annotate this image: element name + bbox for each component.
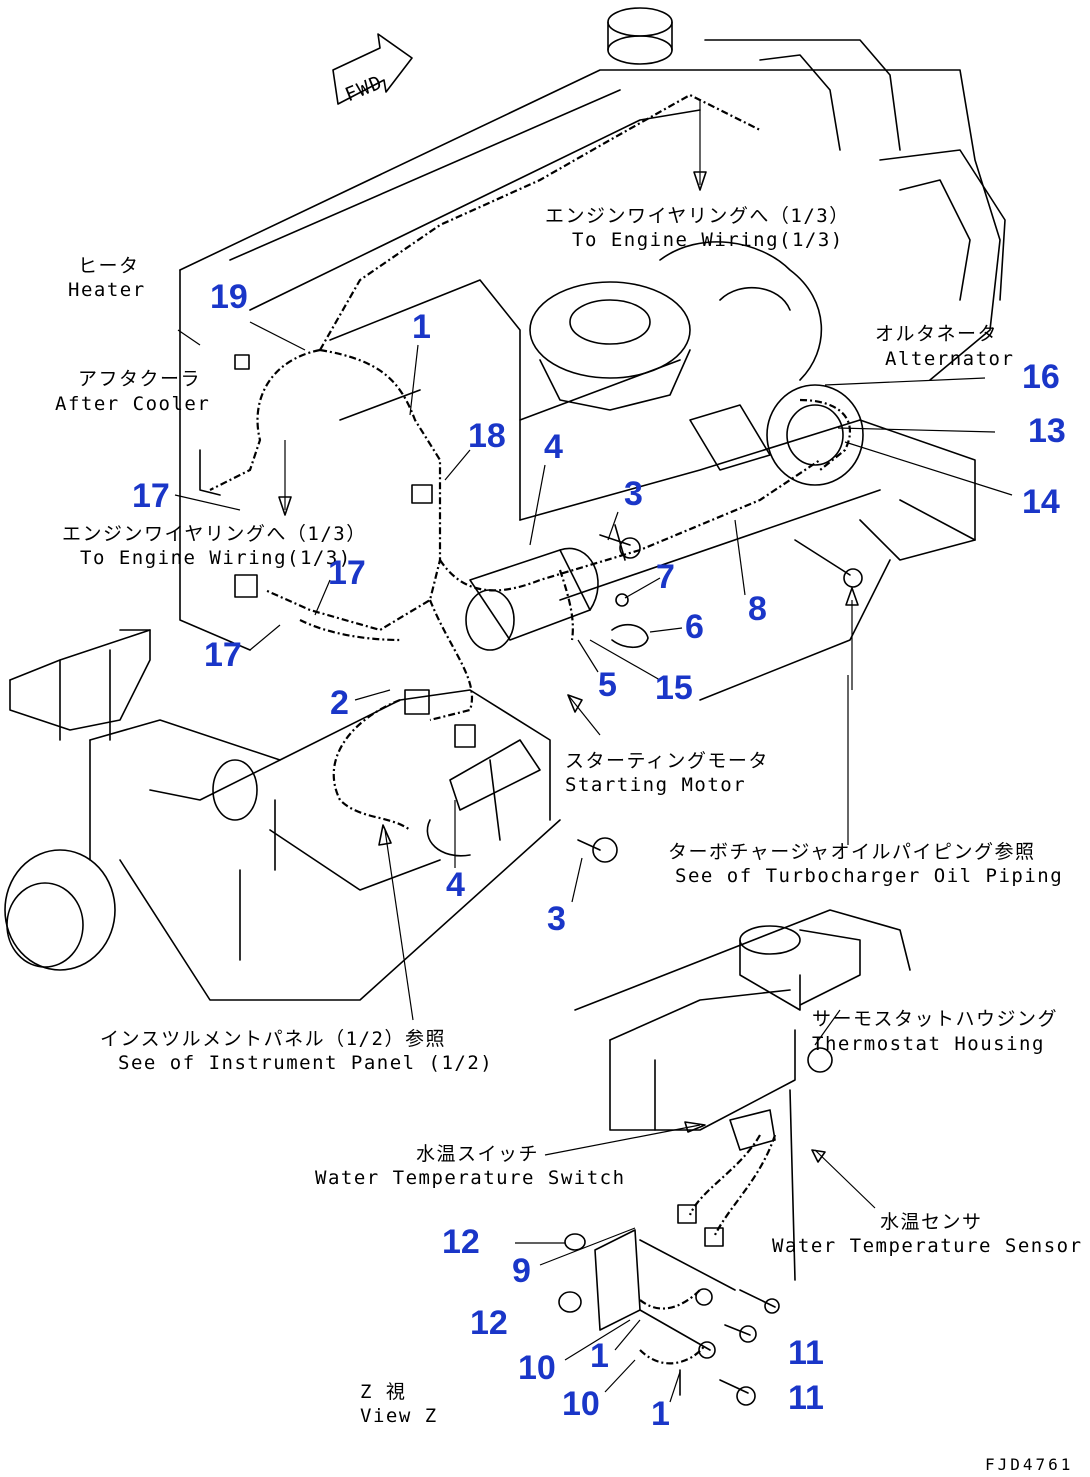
to-engine-wiring-top-jp: エンジンワイヤリングへ（1/3） <box>545 205 850 227</box>
after-cooler-label-en: After Cooler <box>55 393 210 415</box>
callout-14: 14 <box>1022 483 1060 521</box>
water-switch-label-en: Water Temperature Switch <box>315 1167 626 1189</box>
thermostat-label-en: Thermostat Housing <box>812 1033 1045 1055</box>
view-z-label-en: View Z <box>360 1405 438 1427</box>
thermostat-label-jp: サーモスタットハウジング <box>812 1008 1058 1030</box>
callout-1: 1 <box>412 308 431 346</box>
callout-16: 16 <box>1022 358 1060 396</box>
callout-3: 3 <box>547 900 566 938</box>
callout-10: 10 <box>562 1385 600 1423</box>
flywheel-housing-drawing <box>4 629 618 1001</box>
turbo-oil-label-jp: ターボチャージャオイルパイピング参照 <box>668 841 1035 863</box>
callout-13: 13 <box>1028 412 1066 450</box>
to-engine-wiring-top-en: To Engine Wiring(1/3) <box>572 229 844 251</box>
water-switch-label-jp: 水温スイッチ <box>416 1143 539 1165</box>
callout-11: 11 <box>788 1379 824 1417</box>
water-sensor-label-jp: 水温センサ <box>880 1211 983 1233</box>
callout-6: 6 <box>685 608 704 646</box>
turbo-oil-label-en: See of Turbocharger Oil Piping <box>675 865 1063 887</box>
component-labels: ヒータ Heater アフタクーラ After Cooler エンジンワイヤリン… <box>55 205 1083 1474</box>
callout-12: 12 <box>442 1223 480 1261</box>
view-z-label-jp: Z 視 <box>360 1381 406 1403</box>
callout-8: 8 <box>748 590 767 628</box>
starting-motor-label-jp: スターティングモータ <box>565 750 769 772</box>
callout-17: 17 <box>328 554 366 592</box>
instrument-panel-label-jp: インスツルメントパネル（1/2）参照 <box>100 1028 446 1050</box>
callout-12: 12 <box>470 1304 508 1342</box>
heater-label-jp: ヒータ <box>78 255 140 277</box>
callout-17: 17 <box>204 636 242 674</box>
callout-5: 5 <box>598 666 617 704</box>
callout-4: 4 <box>446 866 465 904</box>
instrument-panel-label-en: See of Instrument Panel (1/2) <box>118 1052 493 1074</box>
callout-18: 18 <box>468 417 506 455</box>
callout-9: 9 <box>512 1252 531 1290</box>
to-engine-wiring-left-en: To Engine Wiring(1/3) <box>80 547 352 569</box>
starting-motor-label-en: Starting Motor <box>565 774 746 796</box>
engine-wiring-harness[interactable] <box>199 93 851 831</box>
alternator-label-jp: オルタネータ <box>875 323 998 345</box>
alternator-label-en: Alternator <box>885 348 1014 370</box>
callout-1: 1 <box>651 1395 670 1433</box>
callout-3: 3 <box>624 475 643 513</box>
callout-10: 10 <box>518 1349 556 1387</box>
drawing-code: FJD4761 <box>985 1455 1073 1474</box>
callout-1: 1 <box>590 1337 609 1375</box>
thermostat-housing-drawing <box>558 909 911 1406</box>
heater-label-en: Heater <box>68 279 146 301</box>
leader-lines <box>174 100 1013 1403</box>
fwd-arrow-icon <box>332 33 413 105</box>
after-cooler-label-jp: アフタクーラ <box>78 368 201 390</box>
callout-11: 11 <box>788 1334 824 1372</box>
water-sensor-label-en: Water Temperature Sensor <box>772 1235 1083 1257</box>
callout-7: 7 <box>656 558 675 596</box>
to-engine-wiring-left-jp: エンジンワイヤリングへ（1/3） <box>62 523 367 545</box>
callout-4: 4 <box>544 428 563 466</box>
callout-15: 15 <box>655 669 693 707</box>
callout-numbers: 19 1 18 4 3 16 13 14 17 17 17 7 8 6 2 5 … <box>132 278 1066 1433</box>
callout-17: 17 <box>132 477 170 515</box>
callout-19: 19 <box>210 278 248 316</box>
callout-2: 2 <box>330 684 349 722</box>
